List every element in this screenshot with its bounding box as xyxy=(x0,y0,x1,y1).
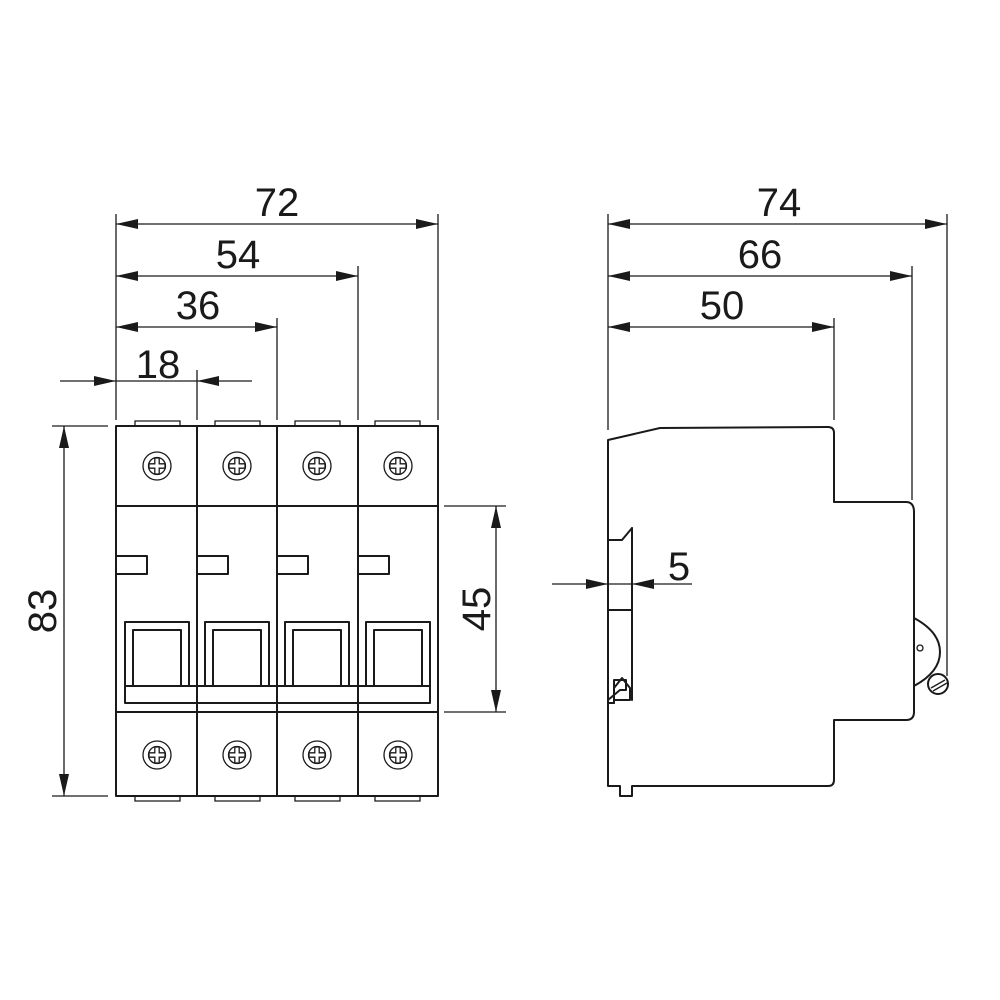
dim-depth-shoulder: 50 xyxy=(700,284,745,328)
side-dimensions: 74 66 50 5 xyxy=(552,181,948,676)
dimension-arrow-icon xyxy=(632,579,654,589)
dimension-arrow-icon xyxy=(812,322,834,332)
dim-width-2-pole: 36 xyxy=(176,284,221,328)
dimension-arrow-icon xyxy=(255,322,277,332)
side-view xyxy=(607,426,949,797)
dimension-arrow-icon xyxy=(491,690,501,712)
din-latch xyxy=(613,677,631,704)
dim-depth-front: 66 xyxy=(738,233,783,277)
dimension-arrow-icon xyxy=(586,579,608,589)
dim-depth-total: 74 xyxy=(757,181,802,225)
dimension-arrow-icon xyxy=(608,271,630,281)
dimension-arrow-icon xyxy=(336,271,358,281)
toggle-handles xyxy=(124,621,431,704)
dimension-arrow-icon xyxy=(94,376,116,386)
dim-din-clip: 5 xyxy=(668,545,690,589)
dimension-arrow-icon xyxy=(116,322,138,332)
dim-width-1-pole: 18 xyxy=(136,343,181,387)
dim-width-4-pole: 72 xyxy=(255,181,300,225)
dimension-arrow-icon xyxy=(116,219,138,229)
dimension-arrow-icon xyxy=(197,376,219,386)
bottom-terminal-caps xyxy=(134,796,421,802)
dimension-arrow-icon xyxy=(608,219,630,229)
dimension-arrow-icon xyxy=(416,219,438,229)
dimension-arrow-icon xyxy=(890,271,912,281)
indicator-windows xyxy=(115,555,390,575)
front-dimensions: 72 54 36 18 83 45 xyxy=(21,181,506,797)
dim-width-3-pole: 54 xyxy=(216,233,261,277)
dimension-arrow-icon xyxy=(59,774,69,796)
dimension-arrow-icon xyxy=(491,506,501,528)
side-body-outline xyxy=(607,426,915,797)
dimension-arrow-icon xyxy=(925,219,947,229)
dim-height: 83 xyxy=(21,589,65,634)
dimension-arrow-icon xyxy=(59,426,69,448)
dimension-arrow-icon xyxy=(608,322,630,332)
front-view xyxy=(115,420,439,802)
top-terminal-caps xyxy=(134,420,421,426)
handle-tie-bar xyxy=(124,685,431,704)
dim-window-height: 45 xyxy=(455,587,499,632)
toggle-knob xyxy=(913,617,949,695)
dimension-arrow-icon xyxy=(116,271,138,281)
